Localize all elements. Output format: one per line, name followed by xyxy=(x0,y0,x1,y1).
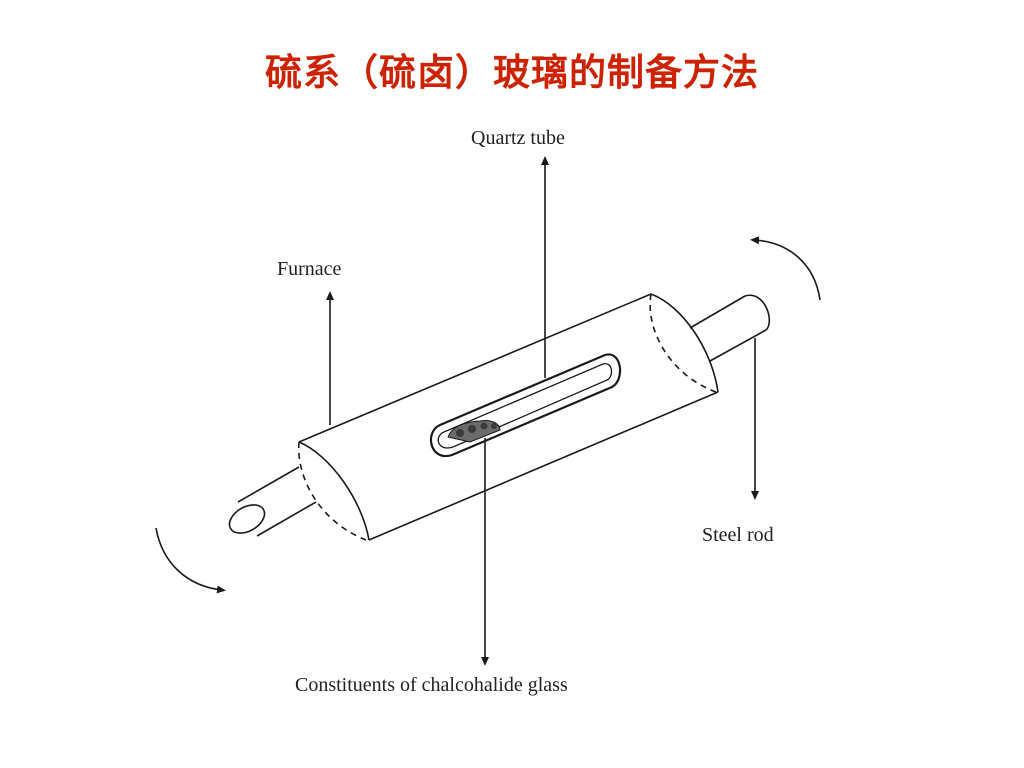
quartz-ampoule xyxy=(430,353,622,458)
steel-rod-right xyxy=(689,294,771,362)
slide-title: 硫系（硫卤）玻璃的制备方法 xyxy=(265,51,759,94)
quartz-tube-label: Quartz tube xyxy=(471,127,565,149)
steel-rod-label: Steel rod xyxy=(702,524,774,546)
furnace-body xyxy=(298,293,719,541)
furnace-label: Furnace xyxy=(277,258,342,280)
rotation-arrow-bottom-left xyxy=(155,527,226,594)
steel-rod-left xyxy=(228,466,317,537)
rotation-arrow-top-right xyxy=(750,236,821,301)
constituents-label: Constituents of chalcohalide glass xyxy=(295,674,568,696)
